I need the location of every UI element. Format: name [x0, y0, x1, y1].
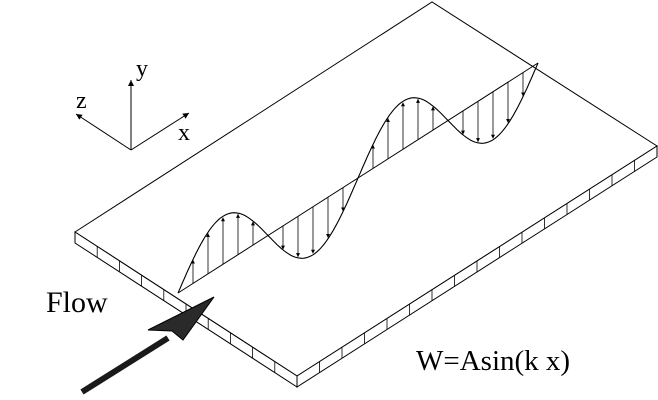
sinusoidal-wave	[177, 62, 539, 294]
thick-arrow-icon	[80, 296, 215, 395]
flow-label: Flow	[46, 286, 108, 319]
y-axis-label: y	[136, 56, 148, 82]
wave-curve	[177, 62, 539, 294]
plate-top-face	[74, 1, 658, 377]
axis-triad-icon: y z x	[75, 56, 190, 151]
plate-edge-ticks	[96, 160, 635, 373]
x-axis-label: x	[178, 120, 190, 146]
z-axis-label: z	[76, 88, 87, 114]
z-axis-line	[75, 113, 132, 151]
x-axis-line	[130, 112, 190, 151]
flow-arrow-shaft	[80, 335, 170, 395]
wave-velocity-vectors	[191, 72, 525, 284]
wave-equation: W=Asin(k x)	[416, 345, 570, 377]
flow-arrow-head	[147, 296, 215, 341]
